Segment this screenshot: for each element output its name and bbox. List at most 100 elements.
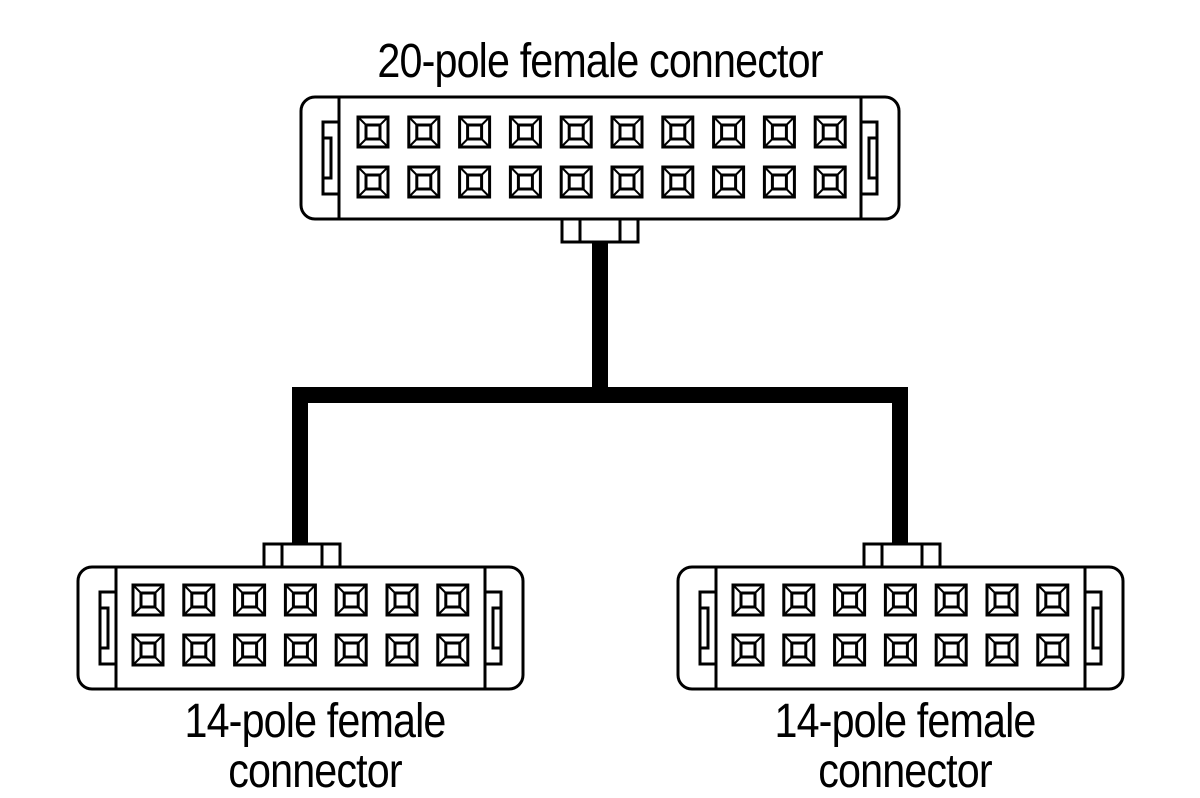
pin-socket-inner xyxy=(241,641,259,659)
pin-socket-outer xyxy=(731,633,765,667)
pin-socket-inner xyxy=(821,123,839,141)
pin-socket-outer xyxy=(356,165,390,199)
pin-socket-inner xyxy=(444,591,462,609)
pin-socket-bevel xyxy=(1037,584,1069,616)
pin-socket-inner xyxy=(841,591,859,609)
pin-socket-inner xyxy=(618,173,636,191)
pin-socket-outer xyxy=(283,633,317,667)
connector-14-pole-left xyxy=(76,542,525,691)
locking-tab-right xyxy=(320,542,342,569)
pin-socket xyxy=(813,165,847,199)
pin-socket xyxy=(182,583,216,617)
pin-socket-outer xyxy=(712,115,746,149)
pin-socket-outer xyxy=(782,633,816,667)
pin-socket-bevel xyxy=(233,584,266,616)
locking-tab-right xyxy=(920,542,942,569)
pin-socket-bevel xyxy=(884,634,917,666)
pin-socket-bevel xyxy=(712,166,745,198)
pin-socket-inner xyxy=(669,173,687,191)
locking-tab xyxy=(262,542,342,569)
pin-socket-inner xyxy=(993,591,1011,609)
pin-socket-outer xyxy=(385,583,419,617)
side-latch-left xyxy=(698,590,716,666)
pin-socket xyxy=(131,633,165,667)
pin-socket-outer xyxy=(233,633,267,667)
pin-socket xyxy=(407,115,441,149)
pin-socket xyxy=(731,633,765,667)
connector-inner-body xyxy=(114,565,487,691)
pin-socket-inner xyxy=(516,173,534,191)
pin-socket xyxy=(731,583,765,617)
pin-socket xyxy=(283,583,317,617)
pin-socket xyxy=(559,165,593,199)
pin-socket-inner xyxy=(821,173,839,191)
pin-socket-bevel xyxy=(437,634,469,666)
pin-socket-outer xyxy=(131,583,165,617)
pin-socket-bevel xyxy=(884,584,917,616)
pin-socket-outer xyxy=(131,633,165,667)
pin-socket-bevel xyxy=(509,166,542,198)
pin-socket-inner xyxy=(291,591,309,609)
pin-socket-inner xyxy=(618,123,636,141)
pin-socket-bevel xyxy=(560,166,592,198)
pin-socket-inner xyxy=(567,123,585,141)
pin-socket-bevel xyxy=(408,166,440,198)
pin-socket-inner xyxy=(364,123,382,141)
pin-socket-bevel xyxy=(132,634,164,666)
pin-socket-bevel xyxy=(1037,634,1069,666)
pin-socket xyxy=(334,633,368,667)
pin-socket-inner xyxy=(891,641,909,659)
pin-socket xyxy=(233,583,267,617)
pin-socket-outer xyxy=(458,165,492,199)
pin-socket-outer xyxy=(356,115,390,149)
pin-socket xyxy=(508,165,542,199)
connector-inner-body xyxy=(714,565,1087,691)
pin-socket-bevel xyxy=(662,166,694,198)
pin-socket xyxy=(661,165,695,199)
pin-socket-bevel xyxy=(335,634,367,666)
pin-socket-outer xyxy=(182,633,216,667)
cable-branch-horizontal xyxy=(292,387,908,403)
pin-socket xyxy=(610,115,644,149)
cable xyxy=(292,240,908,547)
pin-socket-outer xyxy=(385,633,419,667)
pin-socket xyxy=(712,165,746,199)
pin-socket-inner xyxy=(720,123,738,141)
pin-socket-inner xyxy=(1044,591,1062,609)
pin-socket xyxy=(762,115,796,149)
pin-socket-inner xyxy=(291,641,309,659)
pin-socket-outer xyxy=(407,165,441,199)
pin-socket-bevel xyxy=(132,584,164,616)
pin-socket xyxy=(436,583,470,617)
pin-socket-outer xyxy=(334,583,368,617)
label-14-pole-right-line2: connector xyxy=(818,745,992,798)
pin-socket-bevel xyxy=(458,116,491,148)
pin-socket-inner xyxy=(342,641,360,659)
pin-socket-inner xyxy=(993,641,1011,659)
pin-socket xyxy=(182,633,216,667)
pin-socket xyxy=(131,583,165,617)
pin-socket-inner xyxy=(444,641,462,659)
pin-socket-bevel xyxy=(935,634,967,666)
side-latch-left xyxy=(98,590,116,666)
pin-socket-bevel xyxy=(183,634,215,666)
pin-socket-outer xyxy=(508,115,542,149)
pin-socket-bevel xyxy=(284,634,317,666)
pin-socket-inner xyxy=(516,123,534,141)
pin-socket-bevel xyxy=(935,584,967,616)
cable-branch-left xyxy=(292,387,308,547)
pin-socket-outer xyxy=(407,115,441,149)
pin-socket xyxy=(762,165,796,199)
pin-socket-inner xyxy=(790,591,808,609)
side-latch-right xyxy=(1085,590,1103,666)
pin-socket-outer xyxy=(1036,583,1070,617)
pin-socket xyxy=(436,633,470,667)
pin-socket-outer xyxy=(762,165,796,199)
pin-socket xyxy=(833,583,867,617)
pin-socket-bevel xyxy=(763,166,796,198)
pin-socket xyxy=(782,633,816,667)
connector-20-pole xyxy=(299,95,901,244)
pin-socket-bevel xyxy=(458,166,491,198)
pin-socket xyxy=(610,165,644,199)
